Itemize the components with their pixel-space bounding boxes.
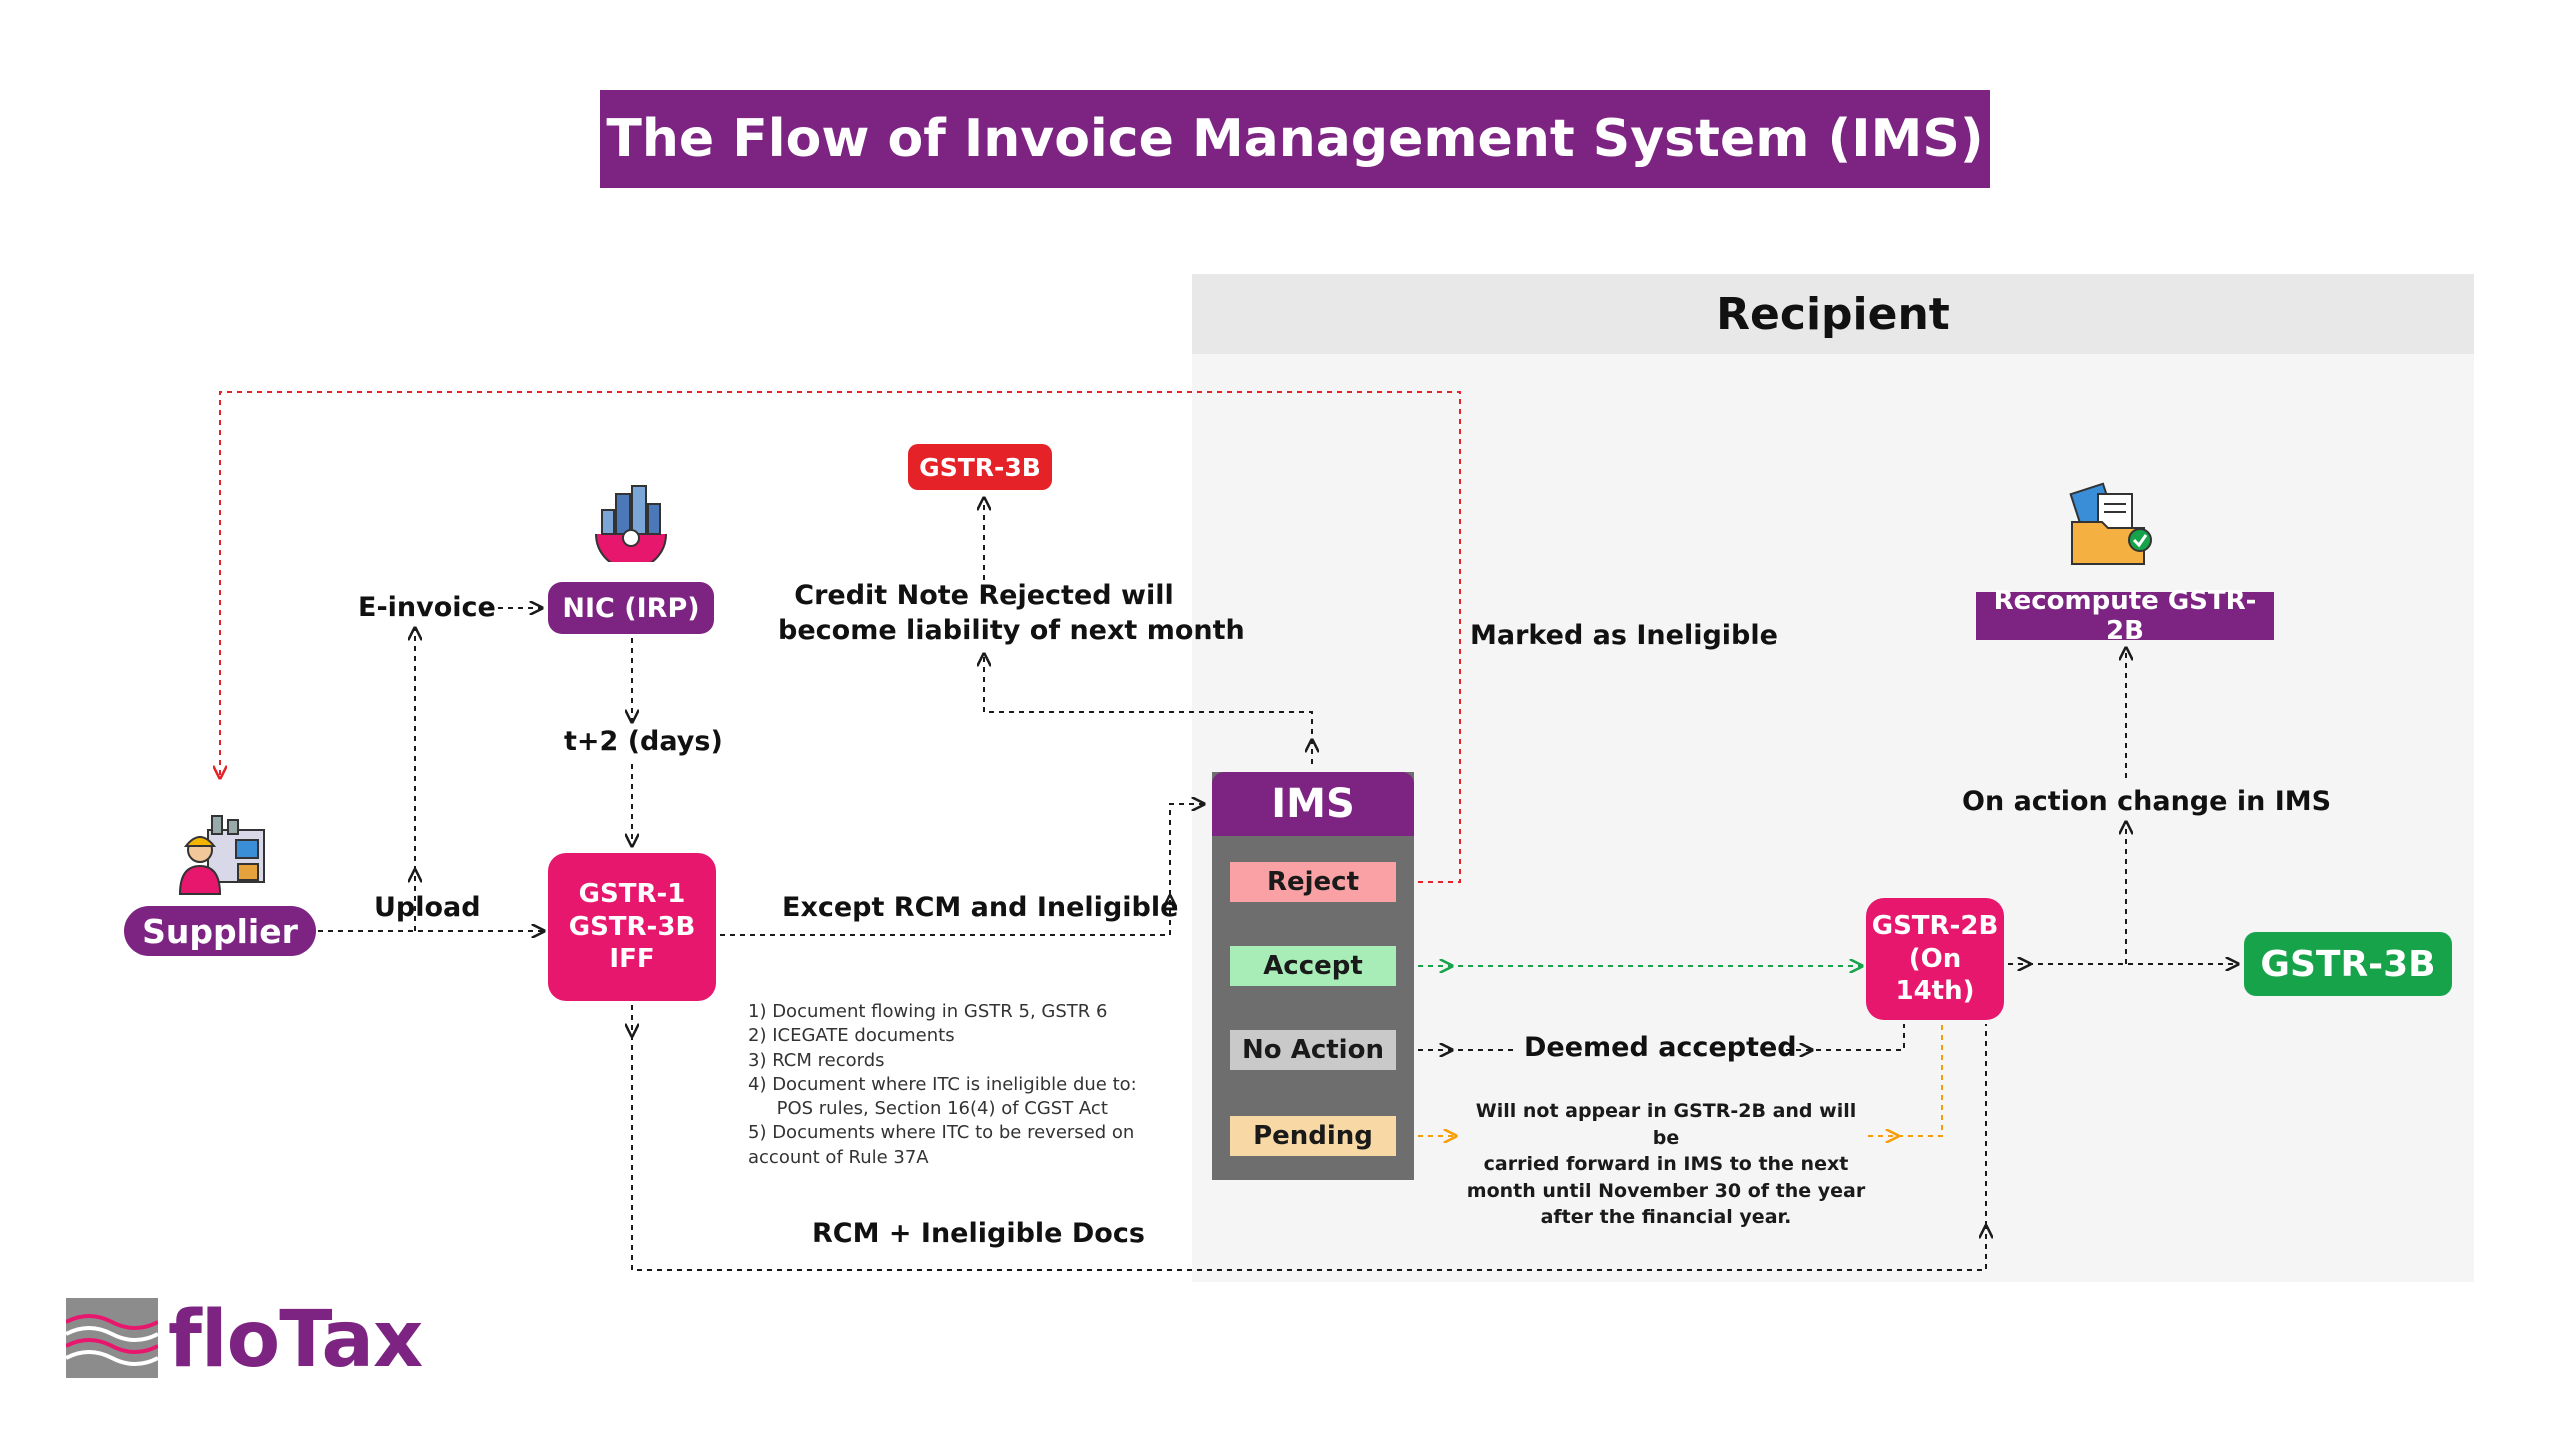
pending-note-line: carried forward in IMS to the next [1483, 1153, 1849, 1176]
t-plus-2-label: t+2 (days) [564, 726, 723, 757]
upload-label: Upload [374, 892, 481, 923]
pending-note-line: Will not appear in GSTR-2B and will be [1475, 1100, 1857, 1149]
exclusion-notes: 1) Document flowing in GSTR 5, GSTR 6 2)… [748, 1000, 1148, 1170]
note-item: 2) ICEGATE documents [748, 1025, 955, 1047]
edge-gstr1-to-ims [720, 804, 1204, 936]
gstr2b-node[interactable]: GSTR-2B (On 14th) [1866, 898, 2004, 1020]
edge-gstr1-to-rcm [631, 1005, 1986, 1271]
einvoice-label: E-invoice [358, 592, 496, 623]
flotax-logo-icon [65, 1292, 159, 1388]
city-gear-icon [588, 476, 674, 570]
recompute-gstr2b-node[interactable]: Recompute GSTR-2B [1976, 586, 2274, 646]
nic-irp-node[interactable]: NIC (IRP) [548, 582, 714, 634]
pending-note-line: month until November 30 of the year [1466, 1179, 1866, 1202]
ims-no-action-button[interactable]: No Action [1230, 1030, 1396, 1070]
gstr2b-date-line: (On 14th) [1895, 943, 1975, 1007]
recipient-header: Recipient [1192, 274, 2474, 354]
folder-check-icon [2064, 482, 2156, 574]
rcm-ineligible-label: RCM + Ineligible Docs [812, 1218, 1145, 1249]
gstr3b-final-node[interactable]: GSTR-3B [2244, 932, 2452, 996]
gstr1-gstr3b-iff-node[interactable]: GSTR-1 GSTR-3B IFF [548, 853, 716, 1001]
brand-logo: floTax [65, 1290, 423, 1390]
on-action-change-label: On action change in IMS [1962, 786, 2332, 817]
edge-note-to-gstr2b [1868, 1024, 1943, 1137]
ims-accept-button[interactable]: Accept [1230, 946, 1396, 986]
ims-node[interactable]: IMS [1212, 772, 1414, 836]
credit-note-line-2: become liability of next month [778, 615, 1245, 647]
note-item: 3) RCM records [748, 1049, 885, 1071]
iff-line: IFF [609, 944, 655, 975]
ims-pending-button[interactable]: Pending [1230, 1116, 1396, 1156]
edge-reject-to-supplier [220, 391, 1461, 883]
supplier-node[interactable]: Supplier [124, 906, 316, 956]
ims-reject-button[interactable]: Reject [1230, 862, 1396, 902]
credit-note-label: Credit Note Rejected will become liabili… [778, 578, 1245, 648]
pending-note-line: after the financial year. [1540, 1206, 1792, 1229]
except-rcm-label: Except RCM and Ineligible [782, 892, 1179, 923]
gstr3b-line: GSTR-3B [568, 911, 696, 942]
note-item: 1) Document flowing in GSTR 5, GSTR 6 [748, 1001, 1108, 1022]
credit-note-line-1: Credit Note Rejected will [794, 580, 1174, 611]
gstr2b-line: GSTR-2B [1871, 911, 1999, 942]
note-item: POS rules, Section 16(4) of CGST Act [748, 1098, 1108, 1120]
pending-note: Will not appear in GSTR-2B and will be c… [1466, 1098, 1866, 1231]
edge-ims-to-creditnote [984, 654, 1313, 764]
note-item: 4) Document where ITC is ineligible due … [748, 1073, 1137, 1095]
deemed-accepted-label: Deemed accepted [1524, 1032, 1797, 1063]
brand-name: floTax [168, 1295, 423, 1385]
gstr3b-liability-node[interactable]: GSTR-3B [908, 444, 1052, 490]
factory-worker-icon [172, 810, 268, 900]
note-item: 5) Documents where ITC to be reversed on [748, 1122, 1135, 1144]
edge-deemed-to-gstr2b [1786, 1024, 1905, 1051]
gstr1-line: GSTR-1 [578, 879, 686, 910]
note-item: account of Rule 37A [748, 1146, 929, 1168]
marked-ineligible-label: Marked as Ineligible [1470, 620, 1778, 651]
page-title: The Flow of Invoice Management System (I… [600, 90, 1990, 188]
